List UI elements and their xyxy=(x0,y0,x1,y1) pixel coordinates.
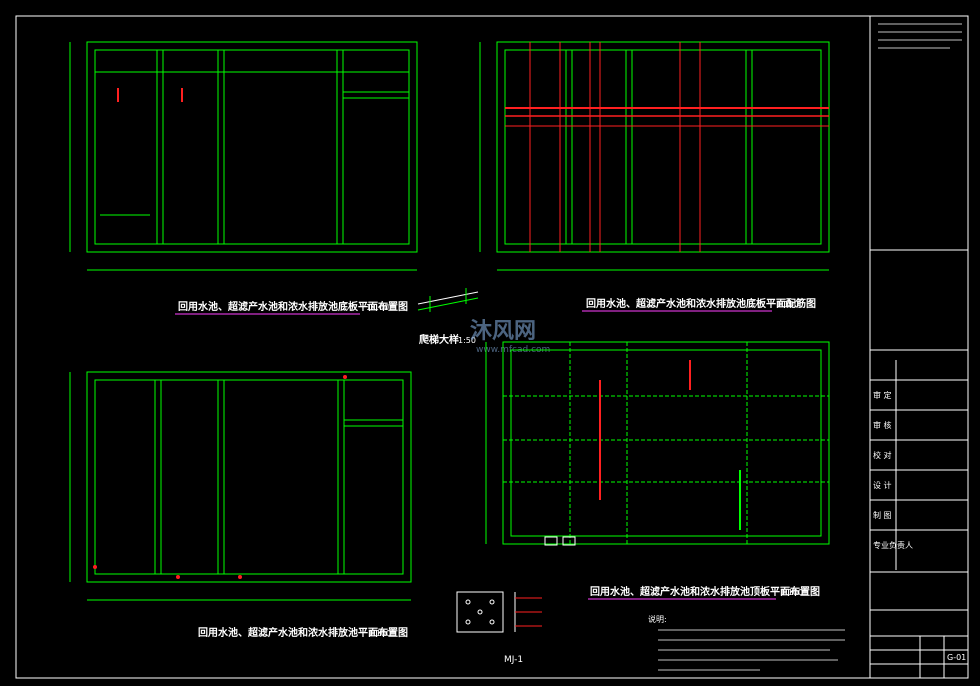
plan-top-left xyxy=(69,41,418,271)
plan-bottom-right xyxy=(485,341,830,546)
title-block-row-6: 专业负责人 xyxy=(873,540,913,550)
notes: 说明: xyxy=(648,614,845,671)
plan-bottom-left xyxy=(69,371,412,601)
title-block-row-4: 设 计 xyxy=(873,480,892,490)
detail-scale: 1:50 xyxy=(458,336,476,345)
embed-part xyxy=(456,591,542,633)
sheet-number: G-01 xyxy=(947,653,966,662)
watermark: 沐风网 xyxy=(470,319,536,344)
drawing-border xyxy=(15,15,969,679)
detail-title: 爬梯大样 xyxy=(418,333,459,346)
notes-heading: 说明: xyxy=(648,614,667,624)
title-block xyxy=(870,23,968,678)
plan-top-right xyxy=(479,41,830,271)
embed-label: MJ-1 xyxy=(504,655,523,665)
title-block-row-3: 校 对 xyxy=(873,450,892,460)
scale-bottom-left: 1:100 xyxy=(368,629,391,638)
title-block-row-1: 审 定 xyxy=(873,390,892,400)
title-block-row-5: 制 图 xyxy=(873,510,892,520)
title-block-row-2: 审 核 xyxy=(873,420,892,430)
ladder-detail xyxy=(417,288,479,312)
scale-top-right: 1:100 xyxy=(776,300,799,309)
scale-top-left: 1:100 xyxy=(366,303,389,312)
title-bottom-left: 回用水池、超滤产水池和浓水排放池平面布置图 xyxy=(198,626,408,639)
title-top-left: 回用水池、超滤产水池和浓水排放池底板平面布置图 xyxy=(178,300,408,313)
title-top-right: 回用水池、超滤产水池和浓水排放池底板平面配筋图 xyxy=(586,297,816,310)
title-bottom-right: 回用水池、超滤产水池和浓水排放池顶板平面布置图 xyxy=(590,585,820,598)
scale-bottom-right: 1:100 xyxy=(780,588,803,597)
